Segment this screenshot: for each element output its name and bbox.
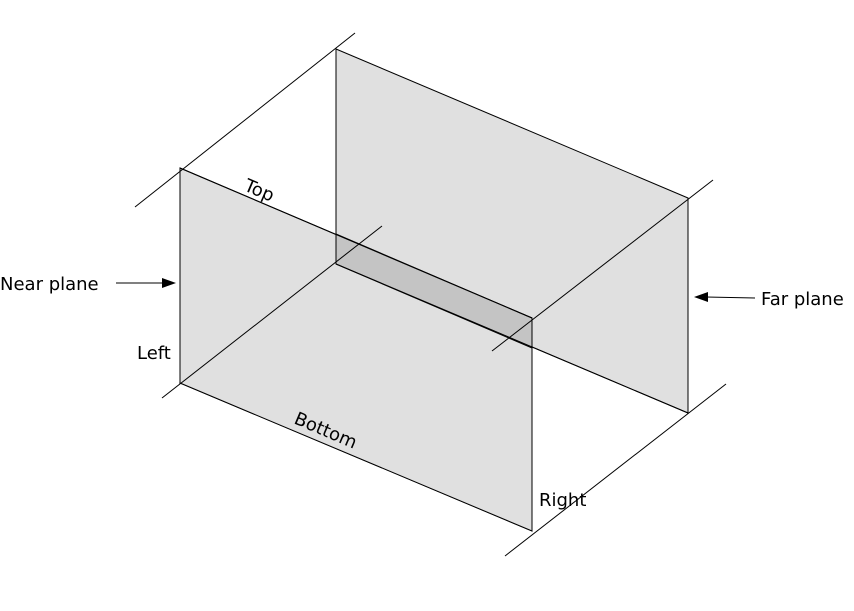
left-label: Left bbox=[137, 343, 171, 364]
near-plane-arrow-head bbox=[162, 278, 176, 288]
far-plane-bottom-edge bbox=[335, 263, 689, 414]
guide-line-top-left bbox=[134, 32, 356, 208]
guide-line-bottom-right bbox=[504, 383, 727, 557]
right-label: Right bbox=[539, 490, 586, 511]
near-plane-top-edge bbox=[179, 167, 533, 319]
near-plane-label: Near plane bbox=[0, 274, 99, 295]
guide-line-center bbox=[491, 179, 714, 352]
far-plane-arrow-head bbox=[694, 292, 708, 302]
guide-line-middle bbox=[161, 225, 383, 399]
far-plane-arrow-line bbox=[705, 296, 756, 299]
far-plane-label: Far plane bbox=[761, 289, 844, 310]
